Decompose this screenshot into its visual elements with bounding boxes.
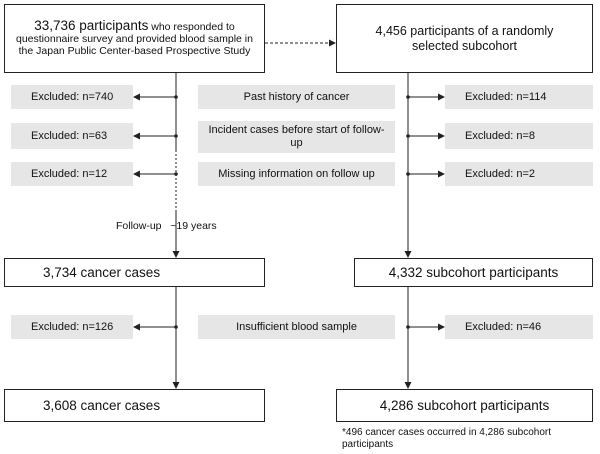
box-random-subcohort: 4,456 participants of a randomly selecte… (336, 4, 593, 73)
subcohort-1-label: 4,332 subcohort participants (388, 265, 559, 280)
row3-right-excluded: Excluded: n=2 (445, 162, 593, 186)
subcohort-2-label: 4,286 subcohort participants (379, 398, 550, 413)
random-subcohort-label: 4,456 participants of a randomly selecte… (375, 23, 554, 53)
cancer-cases-1-label: 3,734 cancer cases (43, 265, 161, 280)
box-subcohort-2: 4,286 subcohort participants (336, 389, 593, 422)
row4-reason-text: Insufficient blood sample (236, 320, 357, 333)
row3-left-excluded: Excluded: n=12 (11, 162, 133, 186)
row2-reason: Incident cases before start of follow-up (198, 121, 395, 153)
row2-left-excluded: Excluded: n=63 (11, 123, 133, 149)
box-subcohort-1: 4,332 subcohort participants (354, 258, 593, 287)
row1-right-excluded: Excluded: n=114 (445, 85, 593, 109)
box-cancer-cases-2: 3,608 cancer cases (4, 389, 265, 422)
row1-left-text: Excluded: n=740 (31, 90, 114, 103)
cancer-cases-2-label: 3,608 cancer cases (43, 398, 161, 413)
row2-right-excluded: Excluded: n=8 (445, 123, 593, 149)
row1-left-excluded: Excluded: n=740 (11, 85, 133, 109)
row2-reason-text: Incident cases before start of follow-up (208, 124, 385, 149)
row3-left-text: Excluded: n=12 (31, 167, 108, 180)
followup-label: Follow-up ~19 years (116, 220, 217, 232)
row4-right-excluded: Excluded: n=46 (445, 315, 593, 339)
footnote: *496 cancer cases occurred in 4,286 subc… (342, 427, 552, 450)
all-participants-count: 33,736 participants (34, 18, 149, 33)
row4-right-text: Excluded: n=46 (465, 320, 542, 333)
row4-reason: Insufficient blood sample (198, 315, 395, 339)
row4-left-text: Excluded: n=126 (31, 320, 114, 333)
row4-left-excluded: Excluded: n=126 (11, 315, 133, 339)
row3-reason-text: Missing information on follow up (218, 167, 375, 180)
all-participants-description: who responded to questionnaire survey an… (16, 21, 253, 57)
row3-right-text: Excluded: n=2 (465, 167, 536, 180)
row1-reason-text: Past history of cancer (243, 90, 350, 103)
row2-left-text: Excluded: n=63 (31, 129, 108, 142)
box-cancer-cases-1: 3,734 cancer cases (4, 258, 265, 287)
row1-right-text: Excluded: n=114 (465, 90, 547, 103)
box-all-participants: 33,736 participants who responded to que… (4, 4, 265, 73)
row1-reason: Past history of cancer (198, 85, 395, 109)
row3-reason: Missing information on follow up (198, 162, 395, 186)
row2-right-text: Excluded: n=8 (465, 129, 536, 142)
